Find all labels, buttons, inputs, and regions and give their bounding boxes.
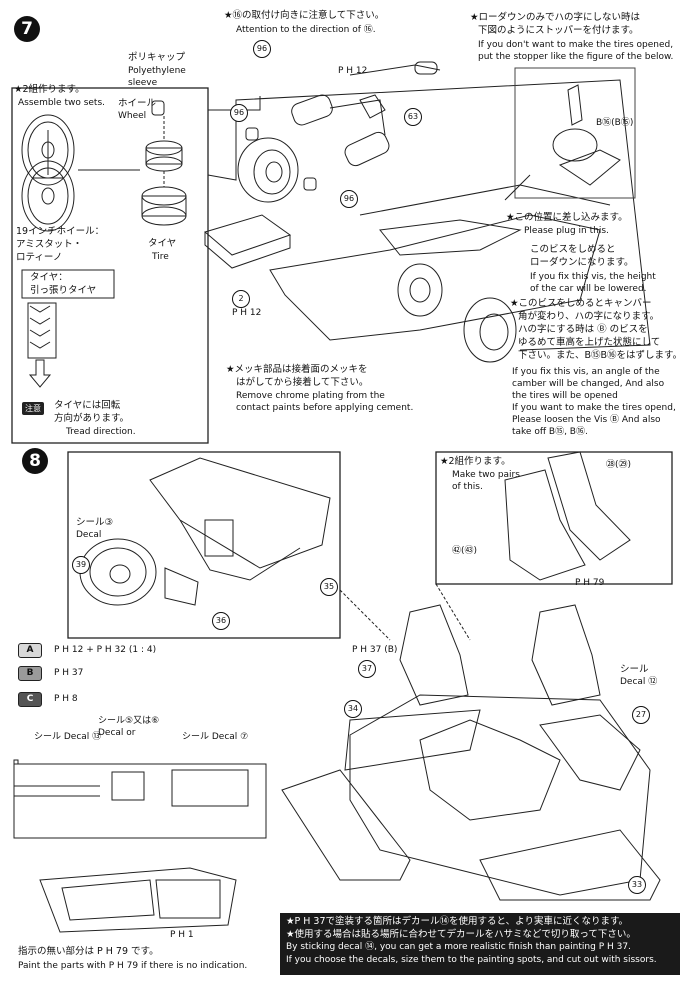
plug-note-jp: ★この位置に差し込みます。 [506,212,628,223]
dash-decal56-label: シール⑤又は⑥ [98,716,160,726]
dash-decal56-en: Decal or [98,728,136,738]
camber-note-jp4: ゆるめて車高を上げた状態にして [518,337,661,348]
legend-text-a: P H 12 + P H 32 (1 : 4) [54,644,157,655]
paint-ph12-a: P H 12 [338,66,368,76]
steering-decal-en: Decal [76,530,102,540]
dash-decal13-label: シール Decal ⑬ [34,732,102,742]
vis-note-en1: If you fix this vis, the height [530,272,656,282]
seat-pairs-note-en2: of this. [452,482,483,492]
paint-ph79-label: P H 79 [575,578,605,588]
camber-note-en3: the tires will be opened [512,391,618,401]
part-34-label: 34 [344,700,362,718]
tire-label-jp: タイヤ [148,238,177,249]
part-96-label-c: 96 [340,190,358,208]
decal-tip-line3: By sticking decal ⑭, you can get a more … [286,942,631,952]
camber-note-jp2: 角が変わり、ハの字になります。 [518,311,660,322]
wheel19-line1: 19インチホイール： [16,226,105,237]
legend-row-c: C P H 8 [18,686,218,712]
legend-row-a: A P H 12 + P H 32 (1 : 4) [18,640,218,660]
part-2-label: 2 [232,290,250,308]
part-96-label-a: 96 [253,40,271,58]
decal-tip-line1: ★P H 37で塗装する箇所はデカール⑭を使用すると、より実車に近くなります。 [286,916,628,927]
lowdown-note-jp1: ★ローダウンのみでハの字にしない時は [470,12,641,23]
camber-note-jp3: ハの字にする時は Ⓑ のビスを [518,324,648,335]
attention-note-en: Attention to the direction of ⑯. [236,25,376,35]
part-42-43-label: ㊷(㊸) [452,546,478,556]
chrome-note-jp2: はがしてから接着して下さい。 [236,377,369,388]
paint-ph12-b: P H 12 [232,308,262,318]
b66-label: B⑯(B⑮) [596,118,634,128]
step-7-badge: 7 [14,16,40,42]
camber-note-jp5: 下さい。また、B⑮B⑯をはずします。 [518,350,683,361]
wheel-label-jp: ホイール [118,98,157,109]
camber-note-en2: camber will be changed, And also [512,379,665,389]
tire-box-line2: 引っ張りタイヤ [30,285,97,296]
tread-note-jp2: 方向があります。 [54,413,130,424]
part-39-label: 39 [72,556,90,574]
tire-box-line1: タイヤ： [30,272,68,283]
step-8-badge: 8 [22,448,48,474]
legend-row-b: B P H 37 [18,660,218,686]
part-35-label: 35 [320,578,338,596]
decal12-label-jp: シール [620,664,649,675]
wheel19-line2: アミスタット・ [16,239,83,250]
legend-swatch-b: B [18,665,42,681]
camber-note-en5: Please loosen the Vis Ⓑ And also [512,415,661,425]
chrome-note-en2: contact paints before applying cement. [236,403,414,413]
part-37-label: 37 [358,660,376,678]
poly-cap-label-en1: Polyethylene [128,66,186,76]
tread-note-jp1: タイヤには回転 [54,400,121,411]
legend-text-c: P H 8 [54,693,78,704]
vis-note-jp2: ローダウンになります。 [530,257,634,268]
lowdown-note-jp2: 下図のようにストッパーを付けます。 [478,25,639,36]
assemble-note-en: Assemble two sets. [18,98,106,108]
camber-note-en4: If you want to make the tires opend, [512,403,676,413]
part-96-label-b: 96 [230,104,248,122]
camber-note-jp1: ★このビスをしめるとキャンバー [510,298,652,309]
color-legend: A P H 12 + P H 32 (1 : 4) B P H 37 C P H… [18,640,218,712]
lowdown-note-en1: If you don't want to make the tires open… [478,40,674,50]
decal12-label-en: Decal ⑫ [620,677,658,687]
decal-tip-box: ★P H 37で塗装する箇所はデカール⑭を使用すると、より実車に近くなります。 … [280,913,680,975]
assemble-note-jp: ★2組作ります。 [14,84,85,95]
paint-ph1-label: P H 1 [170,930,194,940]
camber-note-en6: take off B⑮, B⑯. [512,427,588,437]
plug-note-en: Please plug in this. [524,226,609,236]
part-63-label: 63 [404,108,422,126]
attention-note-jp: ★⑯の取付け向きに注意して下さい。 [224,10,385,21]
legend-text-b: P H 37 [54,667,84,678]
part-27-label: 27 [632,706,650,724]
part-36-label: 36 [212,612,230,630]
legend-swatch-a: A [18,642,42,658]
seat-pairs-note-jp: ★2組作ります。 [440,456,511,467]
part-28-29-label: ㉘(㉙) [606,460,632,470]
paint-ph37b-label: P H 37 (B) [352,645,398,655]
no-indication-note-en: Paint the parts with P H 79 if there is … [18,961,248,971]
chrome-note-en1: Remove chrome plating from the [236,391,385,401]
steering-decal-jp: シール③ [76,517,114,528]
chrome-note-jp1: ★メッキ部品は接着面のメッキを [226,364,368,375]
vis-note-jp1: このビスをしめると [530,244,616,255]
poly-cap-label-en2: sleeve [128,78,158,88]
lowdown-note-en2: put the stopper like the figure of the b… [478,52,674,62]
vis-note-en2: of the car will be lowered. [530,284,647,294]
decal-tip-line2: ★使用する場合は貼る場所に合わせてデカールをハサミなどで切り取って下さい。 [286,928,636,940]
poly-cap-label-jp: ポリキャップ [128,52,186,63]
no-indication-note-jp: 指示の無い部分は P H 79 です。 [18,946,159,957]
dash-decal7-label: シール Decal ⑦ [182,732,249,742]
part-33-label: 33 [628,876,646,894]
tread-note-en: Tread direction. [66,427,136,437]
caution-tag: 注意 [22,402,44,415]
wheel-label-en: Wheel [118,111,147,121]
decal-tip-line4: If you choose the decals, size them to t… [286,954,657,965]
seat-pairs-note-en1: Make two pairs [452,470,520,480]
tire-label-en: Tire [152,252,169,262]
legend-swatch-c: C [18,691,42,707]
camber-note-en1: If you fix this vis, an angle of the [512,367,660,377]
wheel19-line3: ロティーノ [16,252,63,263]
